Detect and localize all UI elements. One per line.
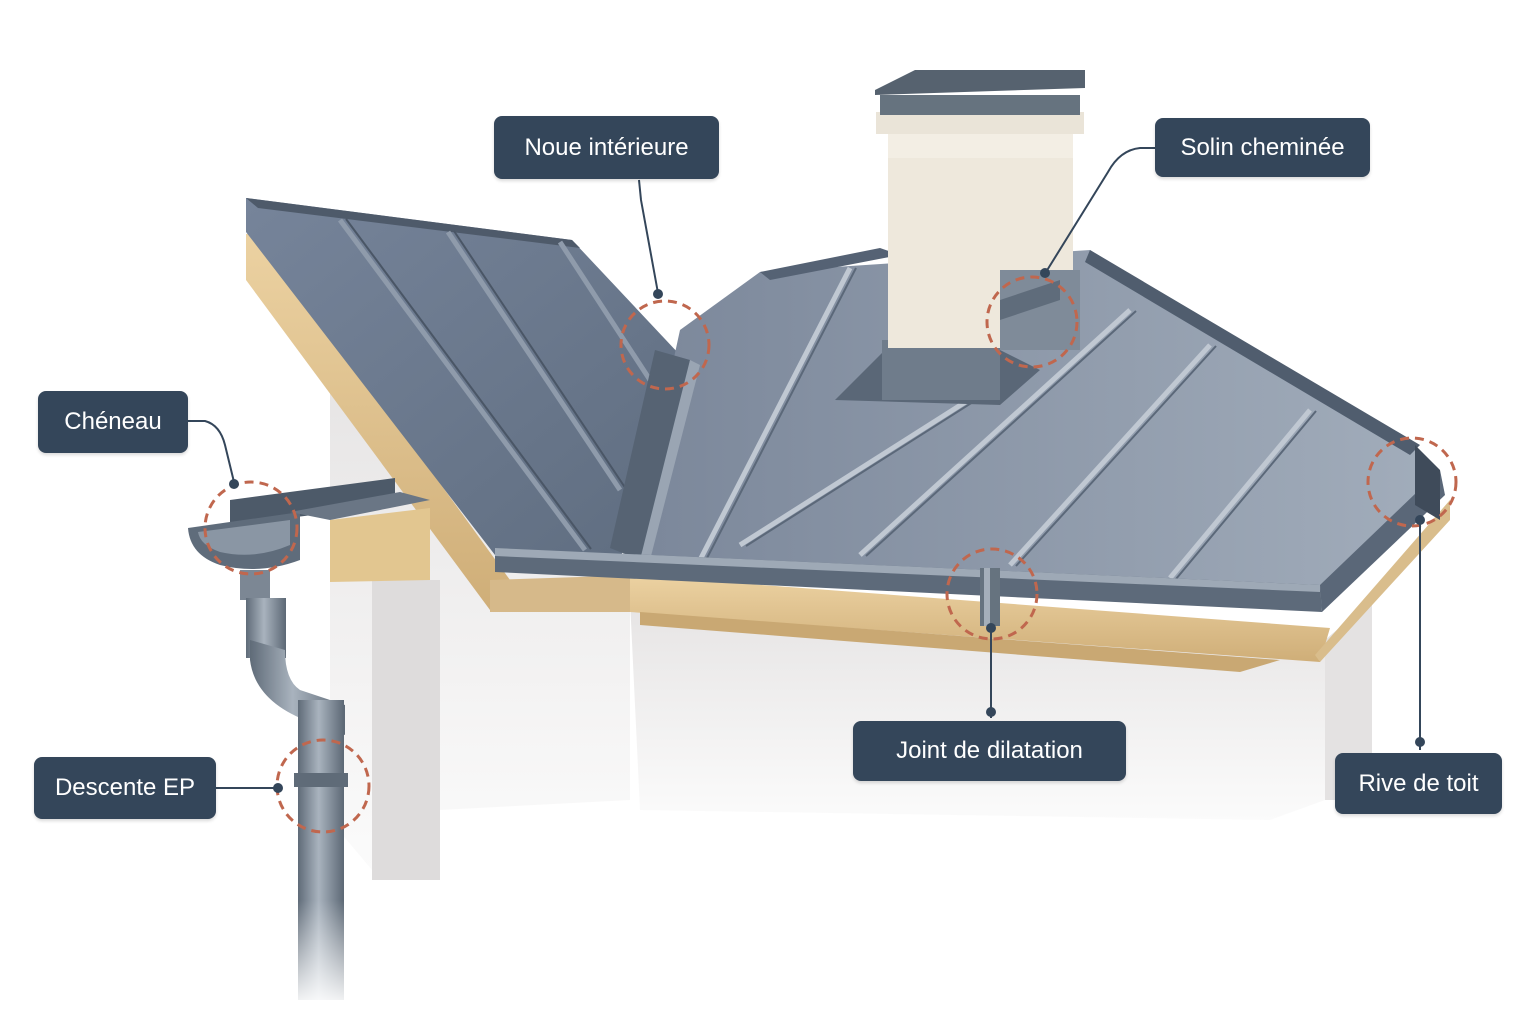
valley-gutter xyxy=(610,350,700,560)
label-noue-interieure: Noue intérieure xyxy=(494,116,719,179)
eaves-edge xyxy=(495,470,1445,612)
leader-solin xyxy=(1045,147,1155,273)
leader-dot-descente xyxy=(273,783,283,793)
leader-cheneau xyxy=(188,420,235,483)
leader-noue xyxy=(638,179,659,294)
leader-dot-joint-bottom xyxy=(986,707,996,717)
verge-trim xyxy=(1415,445,1440,520)
leader-lines xyxy=(188,147,1421,789)
leader-dot-joint-top xyxy=(986,623,996,633)
label-rive-de-toit: Rive de toit xyxy=(1335,753,1502,814)
label-joint-de-dilatation: Joint de dilatation xyxy=(853,721,1126,781)
highlight-descente xyxy=(275,738,371,834)
leader-dot-noue xyxy=(653,289,663,299)
leader-dot-rive-bottom xyxy=(1415,737,1425,747)
label-solin-cheminee: Solin cheminée xyxy=(1155,118,1370,177)
highlight-noue xyxy=(619,299,711,391)
expansion-joint xyxy=(980,568,1000,626)
gutter xyxy=(188,478,430,569)
label-cheneau: Chéneau xyxy=(38,391,188,453)
chimney xyxy=(835,70,1085,405)
leader-dot-solin xyxy=(1040,268,1050,278)
downpipe xyxy=(240,570,354,1010)
left-roof-slope xyxy=(246,198,680,560)
leader-dot-rive-top xyxy=(1415,515,1425,525)
label-descente-ep: Descente EP xyxy=(34,757,216,819)
right-roof-slope xyxy=(630,248,1440,610)
highlight-solin xyxy=(985,275,1079,369)
highlight-joint xyxy=(945,547,1039,641)
highlight-rive xyxy=(1366,436,1458,528)
highlight-rings xyxy=(203,275,1458,834)
leader-dots xyxy=(229,268,1425,793)
highlight-cheneau xyxy=(203,480,299,576)
leader-dot-cheneau xyxy=(229,479,239,489)
